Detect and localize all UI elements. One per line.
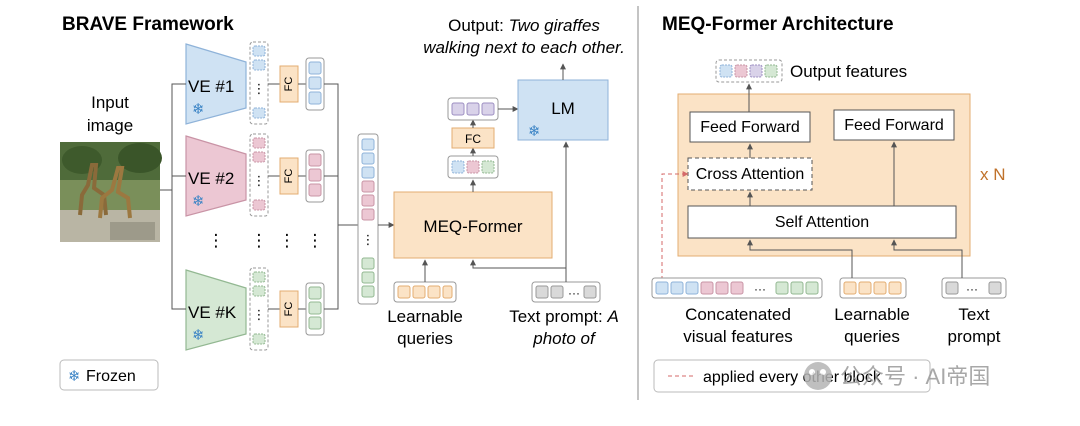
meq-text-tokens: ··· (941, 277, 1007, 299)
meq-text-line1: Text (958, 305, 989, 324)
encoders-ellipsis: ⋮ (208, 231, 225, 250)
lm-box (517, 79, 609, 141)
encoder-k-tokens: ⋮ (249, 267, 269, 351)
svg-text:Cross Attention: Cross Attention (696, 166, 805, 183)
vision-encoder-k: VE #K ❄ (185, 269, 247, 351)
snowflake-icon: ❄ (528, 123, 541, 140)
svg-text:Feed Forward: Feed Forward (700, 119, 800, 136)
repeat-label: x N (980, 165, 1006, 184)
learnable-queries-line2: queries (397, 329, 453, 348)
text-prompt-line2: photo of (532, 329, 597, 348)
ve2-label: VE #2 (188, 169, 234, 188)
svg-text:Self Attention: Self Attention (775, 214, 869, 231)
lm-input-tokens (447, 97, 499, 121)
learnable-queries-tokens (393, 281, 457, 303)
meq-learnable-line1: Learnable (834, 305, 910, 324)
svg-text:FC: FC (283, 302, 295, 317)
meq-output-tokens (447, 155, 499, 179)
tokens-dots: ⋮ (253, 81, 266, 96)
projected-tokens-k (305, 282, 325, 336)
proj-ellipsis: ⋮ (307, 231, 324, 250)
lm-label: LM (551, 99, 575, 118)
connector-lines (160, 83, 358, 310)
meq-learnable-line2: queries (844, 327, 900, 346)
dashed-legend (653, 359, 931, 393)
concat-dots: ⋮ (362, 232, 375, 247)
vek-label: VE #K (188, 303, 237, 322)
svg-text:Feed Forward: Feed Forward (844, 117, 944, 134)
vision-encoder-2: VE #2 ❄ (185, 135, 247, 217)
tokens-dots: ⋮ (253, 307, 266, 322)
ve1-label: VE #1 (188, 77, 234, 96)
meq-text-hdots: ··· (966, 282, 978, 296)
projected-tokens-1 (305, 57, 325, 111)
tokens-ellipsis: ⋮ (251, 231, 268, 250)
output-features-label: Output features (790, 62, 907, 81)
snowflake-icon: ❄ (68, 368, 81, 385)
concat-label-line1: Concatenated (685, 305, 791, 324)
frozen-label: Frozen (86, 368, 136, 385)
projected-tokens-2 (305, 149, 325, 203)
fc-ellipsis: ⋮ (279, 231, 296, 250)
fc-k: FC (268, 290, 306, 328)
meq-title: MEQ-Former Architecture (662, 14, 894, 35)
meq-fc-label: FC (465, 132, 481, 146)
text-prompt-tokens: ··· (531, 281, 601, 303)
text-prompt-dots: ··· (568, 286, 580, 300)
meq-learnable-tokens (839, 277, 907, 299)
self-attention-box (687, 205, 957, 239)
learnable-queries-line1: Learnable (387, 307, 463, 326)
watermark: 公众号 · AI帝国 (804, 362, 990, 390)
output-text-line1: Output: Two giraffes (448, 16, 600, 35)
meq-text-line2: prompt (948, 327, 1001, 346)
dashed-legend-label: applied every other block (703, 369, 882, 386)
output-features-tokens (715, 59, 783, 83)
snowflake-icon: ❄ (192, 101, 205, 118)
frozen-legend (59, 359, 159, 391)
concat-visual-tokens: ··· (651, 277, 823, 299)
encoder-2-tokens: ⋮ (249, 133, 269, 217)
concat-hdots: ··· (754, 282, 766, 296)
svg-text:FC: FC (283, 169, 295, 184)
input-label-line1: Input (91, 93, 129, 112)
fc-2: FC (268, 157, 306, 195)
feed-forward-left (689, 111, 811, 143)
input-label-line2: image (87, 116, 133, 135)
tokens-dots: ⋮ (253, 173, 266, 188)
fc-1: FC (268, 65, 306, 103)
output-text-line2: walking next to each other. (423, 38, 625, 57)
text-prompt-line1: Text prompt: A (509, 307, 619, 326)
snowflake-icon: ❄ (192, 193, 205, 210)
input-image (60, 142, 162, 242)
encoder-1-tokens: ⋮ (249, 41, 269, 125)
concatenated-features: ⋮ (357, 133, 379, 305)
concat-label-line2: visual features (683, 327, 793, 346)
cross-attention-input-line (661, 171, 689, 280)
feed-forward-right (833, 109, 955, 141)
snowflake-icon: ❄ (192, 327, 205, 344)
meq-former-label: MEQ-Former (423, 217, 523, 236)
svg-text:FC: FC (283, 77, 295, 92)
brave-title: BRAVE Framework (62, 14, 234, 35)
watermark-text: 公众号 · AI帝国 (840, 364, 990, 389)
vision-encoder-1: VE #1 ❄ (185, 43, 247, 125)
